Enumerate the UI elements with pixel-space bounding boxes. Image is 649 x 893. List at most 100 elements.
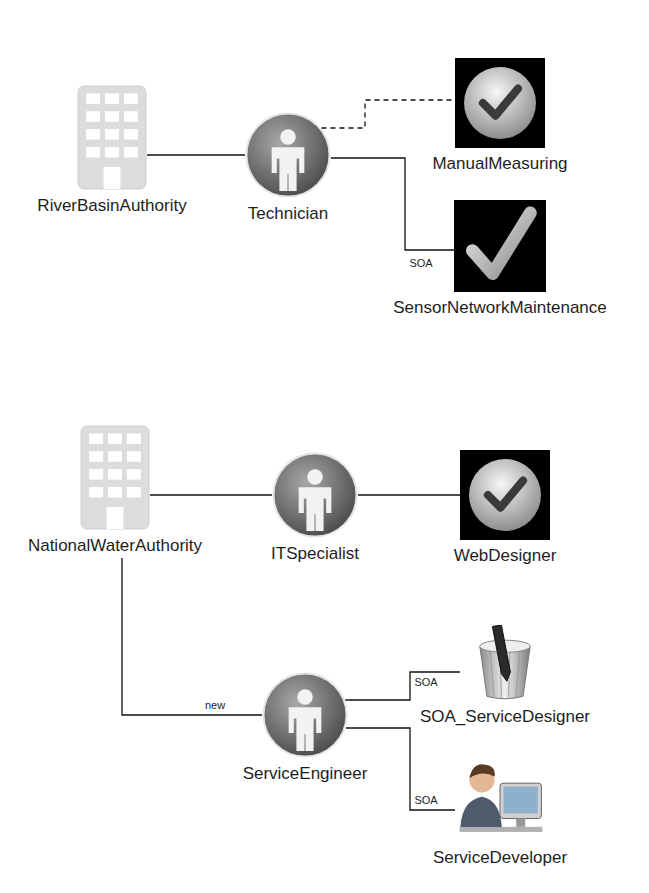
organization-node: NationalWaterAuthority	[26, 425, 205, 556]
building-window	[108, 469, 122, 480]
dashed-connector	[321, 100, 455, 128]
building-body	[78, 86, 146, 189]
person-silhouette	[299, 487, 332, 531]
building-window	[105, 147, 119, 158]
developer-body	[460, 797, 501, 827]
check-background	[454, 200, 546, 292]
node-text-group: ServiceDeveloper	[433, 848, 567, 868]
skill-node: ServiceDeveloper	[431, 758, 570, 868]
node-label: WebDesigner	[454, 546, 557, 566]
building-window	[108, 487, 122, 498]
developer-hair	[469, 764, 494, 778]
monitor-stand	[516, 818, 525, 826]
building-window	[86, 129, 100, 140]
building-window	[105, 129, 119, 140]
skill-node: WebDesigner	[452, 450, 559, 566]
node-text-group: SensorNetworkMaintenance	[393, 298, 607, 318]
pencil-icon	[460, 625, 550, 701]
building-body	[81, 426, 149, 529]
node-text-group: WebDesigner	[454, 546, 557, 566]
person-head	[307, 469, 322, 484]
node-text-group: Technician	[248, 204, 328, 224]
check-disc	[464, 67, 536, 139]
skill-node: SOA_ServiceDesigner	[418, 625, 593, 727]
building-window	[89, 451, 103, 462]
check-background	[455, 58, 545, 148]
cup-stripe	[516, 648, 520, 697]
node-label: ServiceDeveloper	[433, 848, 567, 868]
building-window	[127, 451, 141, 462]
node-text-group: ITSpecialist	[271, 544, 359, 564]
skill-node: ManualMeasuring	[430, 58, 570, 174]
building-window	[127, 433, 141, 444]
role-node: Technician	[243, 112, 333, 224]
check-icon	[455, 58, 545, 148]
organization-node: RiverBasinAuthority	[35, 85, 189, 216]
building-window	[108, 451, 122, 462]
person-disc	[264, 674, 347, 757]
node-text-group: NationalWaterAuthority	[28, 536, 202, 556]
person-icon	[262, 672, 348, 758]
bigcheck-icon	[454, 200, 546, 292]
person-head	[280, 129, 295, 144]
node-text-group: ManualMeasuring	[432, 154, 567, 174]
node-label: Technician	[248, 204, 328, 224]
node-label: ServiceEngineer	[243, 764, 368, 784]
building-door	[107, 507, 124, 529]
node-label: NationalWaterAuthority	[28, 536, 202, 556]
building-icon	[77, 85, 147, 190]
person-head	[297, 689, 312, 704]
check-disc	[469, 459, 541, 531]
pencil-body	[492, 625, 510, 681]
building-window	[124, 93, 138, 104]
node-label: ITSpecialist	[271, 544, 359, 564]
building-window	[89, 487, 103, 498]
edge-label: new	[203, 699, 227, 711]
node-label: RiverBasinAuthority	[37, 196, 186, 216]
edge-label: SOA	[412, 676, 439, 688]
person-disc	[247, 114, 330, 197]
role-node: ServiceEngineer	[241, 672, 370, 784]
node-label: ManualMeasuring	[432, 154, 567, 174]
check-mark	[488, 481, 523, 508]
check-icon	[460, 450, 550, 540]
connector-line	[122, 558, 262, 715]
connector-line	[345, 672, 460, 700]
person-silhouette	[289, 707, 322, 751]
node-label: SensorNetworkMaintenance	[393, 298, 607, 318]
check-mark	[483, 89, 518, 116]
edge-label: SOA	[412, 794, 439, 806]
building-window	[124, 111, 138, 122]
person-icon	[245, 112, 331, 198]
building-window	[105, 93, 119, 104]
building-icon	[80, 425, 150, 530]
edge-label: SOA	[407, 257, 434, 269]
monitor-screen	[504, 787, 538, 814]
building-window	[127, 487, 141, 498]
building-window	[86, 147, 100, 158]
building-window	[124, 129, 138, 140]
building-window	[124, 147, 138, 158]
person-silhouette	[272, 147, 305, 191]
building-window	[127, 469, 141, 480]
desk	[460, 827, 543, 832]
check-mark	[472, 213, 530, 274]
building-door	[104, 167, 121, 189]
person-disc	[274, 454, 357, 537]
cup-stripe	[490, 648, 494, 697]
building-window	[89, 469, 103, 480]
connector-line	[358, 494, 460, 495]
building-window	[89, 433, 103, 444]
node-label: SOA_ServiceDesigner	[420, 707, 590, 727]
connector-line	[147, 154, 245, 155]
connector-line	[150, 494, 272, 495]
building-window	[86, 93, 100, 104]
person-icon	[272, 452, 358, 538]
role-node: ITSpecialist	[269, 452, 361, 564]
building-window	[86, 111, 100, 122]
developer-icon	[455, 758, 545, 842]
node-text-group: RiverBasinAuthority	[37, 196, 186, 216]
building-window	[108, 433, 122, 444]
node-text-group: ServiceEngineer	[243, 764, 368, 784]
